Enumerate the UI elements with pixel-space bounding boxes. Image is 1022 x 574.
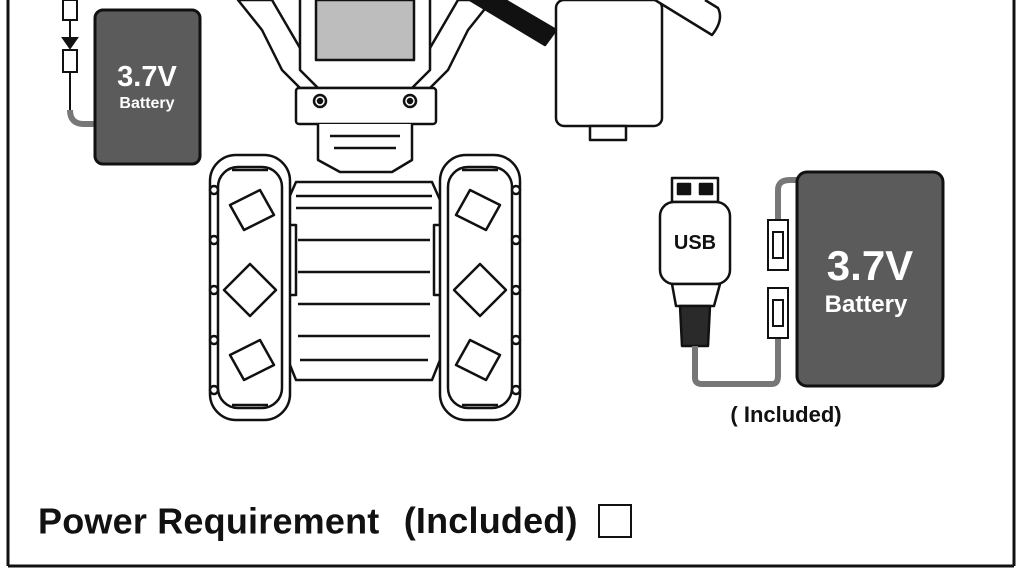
large-battery: 3.7V Battery: [795, 170, 945, 388]
power-requirement-caption: Power Requirement (Included): [38, 498, 632, 542]
large-battery-voltage: 3.7V: [827, 242, 913, 289]
usb-plug-label: USB: [674, 232, 716, 254]
wheel-left: [208, 153, 292, 422]
usb-cable: [658, 176, 800, 387]
vehicle: [236, 0, 494, 382]
included-note: ( Included): [730, 402, 841, 427]
controller: [468, 0, 722, 142]
small-battery-voltage: 3.7V: [117, 61, 177, 93]
small-battery: 3.7V Battery: [93, 8, 202, 166]
power-requirement-label: Power Requirement: [38, 500, 380, 542]
frame: [6, 0, 1016, 568]
small-battery-label: Battery: [119, 95, 174, 112]
large-battery-label: Battery: [825, 291, 908, 318]
power-requirement-note: (Included): [403, 500, 578, 542]
power-requirement-checkbox[interactable]: [597, 504, 632, 539]
small-battery-connector: [61, 0, 98, 127]
wheel-right: [438, 153, 522, 422]
large-battery-connector: [767, 219, 789, 339]
